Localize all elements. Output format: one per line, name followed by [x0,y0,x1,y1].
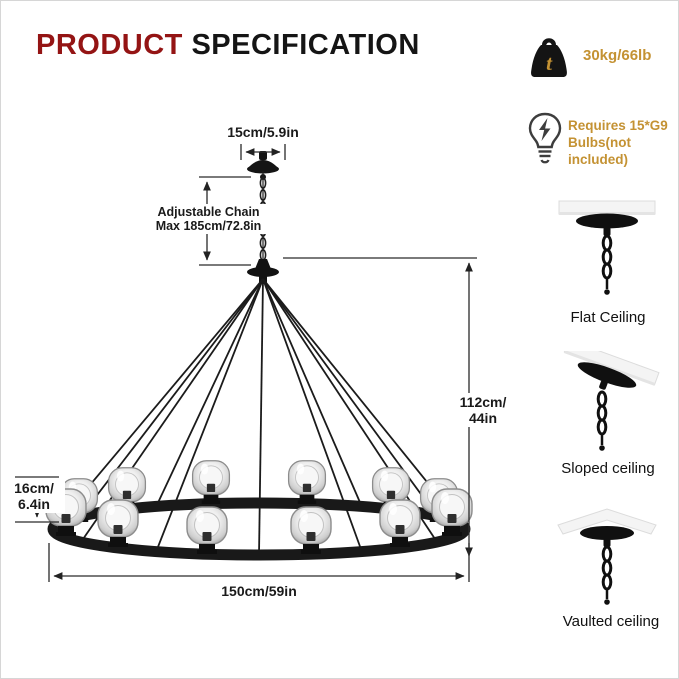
mount-label-sloped: Sloped ceiling [561,460,655,477]
weight-icon: t [531,38,567,77]
title-specification: SPECIFICATION [191,29,420,61]
sloped-ceiling-icon [563,351,660,451]
total-height-line1: 112cm/ [459,394,507,410]
mount-label-flat: Flat Ceiling [570,309,646,326]
weight-value: 30kg/66lb [583,47,652,64]
shade-height-line2: 6.4in [18,496,50,512]
mount-label-vaulted: Vaulted ceiling [562,613,660,630]
total-height-line2: 44in [468,410,497,426]
weight-icon-letter: t [546,51,553,75]
chain-length-line1: Adjustable Chain [157,205,260,219]
chandelier-diagram [15,144,477,582]
canopy-width-label: 15cm/5.9in [227,124,299,140]
chain-length-line2: Max 185cm/72.8in [155,219,262,233]
chain-length-label: Adjustable Chain Max 185cm/72.8in [134,204,283,234]
page-title: PRODUCT SPECIFICATION [36,29,420,62]
bulb-requirement-line1: Requires 15*G9 [568,118,668,133]
bulb-icon [528,112,562,164]
title-product: PRODUCT [36,29,183,61]
shade-height-line1: 16cm/ [14,480,54,496]
flat-ceiling-icon [558,200,656,295]
bulb-requirement: Requires 15*G9 Bulbs(not included) [568,117,678,168]
total-height-label: 112cm/ 44in [451,393,515,427]
bulb-requirement-line2: Bulbs(not included) [568,135,631,167]
vaulted-ceiling-icon [557,508,657,605]
shade-height-label: 16cm/ 6.4in [3,479,65,513]
diameter-label: 150cm/59in [221,583,297,599]
